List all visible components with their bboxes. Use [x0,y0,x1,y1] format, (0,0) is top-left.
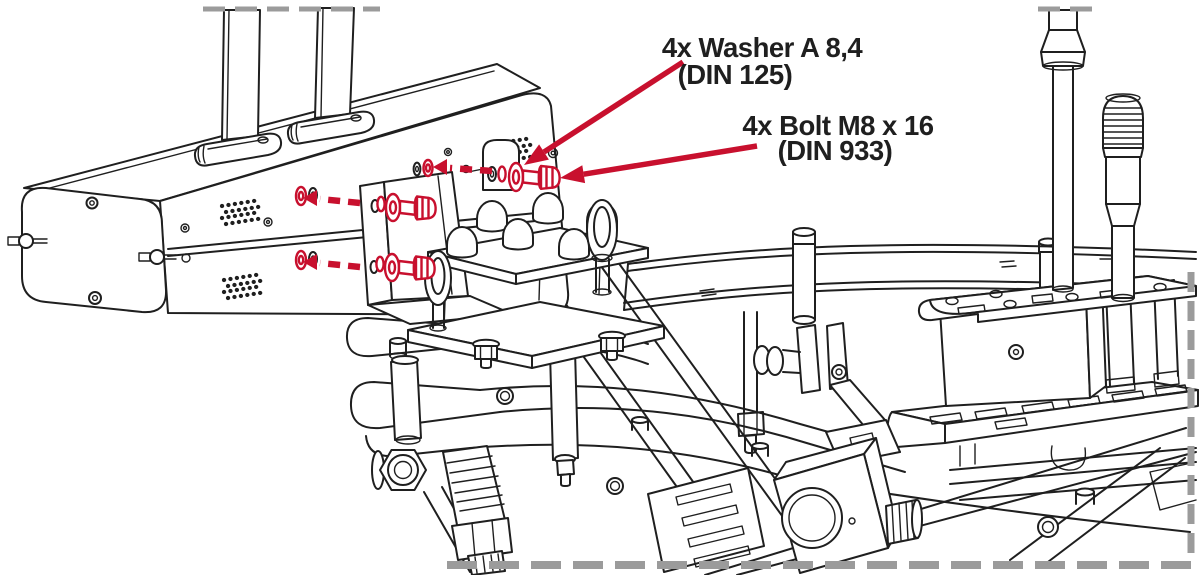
dome-nut [446,226,478,259]
pivot-clevis [753,322,893,439]
washer [507,161,525,193]
perforated-plate [647,467,765,573]
beacon-antenna [1102,93,1144,303]
camera-lens [781,487,843,549]
dome-nut [502,218,534,251]
bolt-callout-arrow [560,143,758,184]
washer-callout-arrow [524,59,685,165]
dome-nut [532,192,564,225]
bolt-label-line2: (DIN 933) [778,135,893,166]
mast [1040,9,1086,293]
rail-post-left [792,227,816,325]
dome-nut [476,200,508,233]
eyebolt-right [586,199,618,296]
payload-box [939,283,1107,407]
lower-left-fittings [371,445,513,575]
lower-right-rails [949,447,1197,569]
mounting-strap-right [286,7,376,145]
dome-nut [558,228,590,261]
cutoff-lines [203,6,1198,569]
fastener-set-bottom [294,249,436,283]
insert-direction-arrow [319,195,361,207]
washer-target [294,185,308,207]
washer-label-line2: (DIN 125) [678,59,793,90]
latch-mid [138,249,177,265]
fastener-set-middle [294,185,437,223]
washer-and-bolt [376,192,437,223]
insert-direction-arrow [449,164,493,175]
washer-callout-label: 4x Washer A 8,4 (DIN 125) [662,32,864,90]
hex-nut [472,338,500,369]
latch-left [7,233,48,249]
payload-platform [885,381,1199,471]
bolt-label-line1: 4x Bolt M8 x 16 [742,110,933,141]
mounting-strap-left [193,9,283,167]
washer-target [422,158,434,178]
central-mount [407,192,665,369]
bolt-callout-label: 4x Bolt M8 x 16 (DIN 933) [742,110,934,166]
camera-unit [773,419,923,574]
washer-target [294,249,308,271]
long-diagonal-bar [704,427,1197,575]
fastener-set-top [422,158,561,193]
bolt [521,164,561,190]
washer-label-line1: 4x Washer A 8,4 [662,32,864,63]
enclosure-end-cap [20,186,168,314]
insert-direction-arrow [319,259,361,271]
